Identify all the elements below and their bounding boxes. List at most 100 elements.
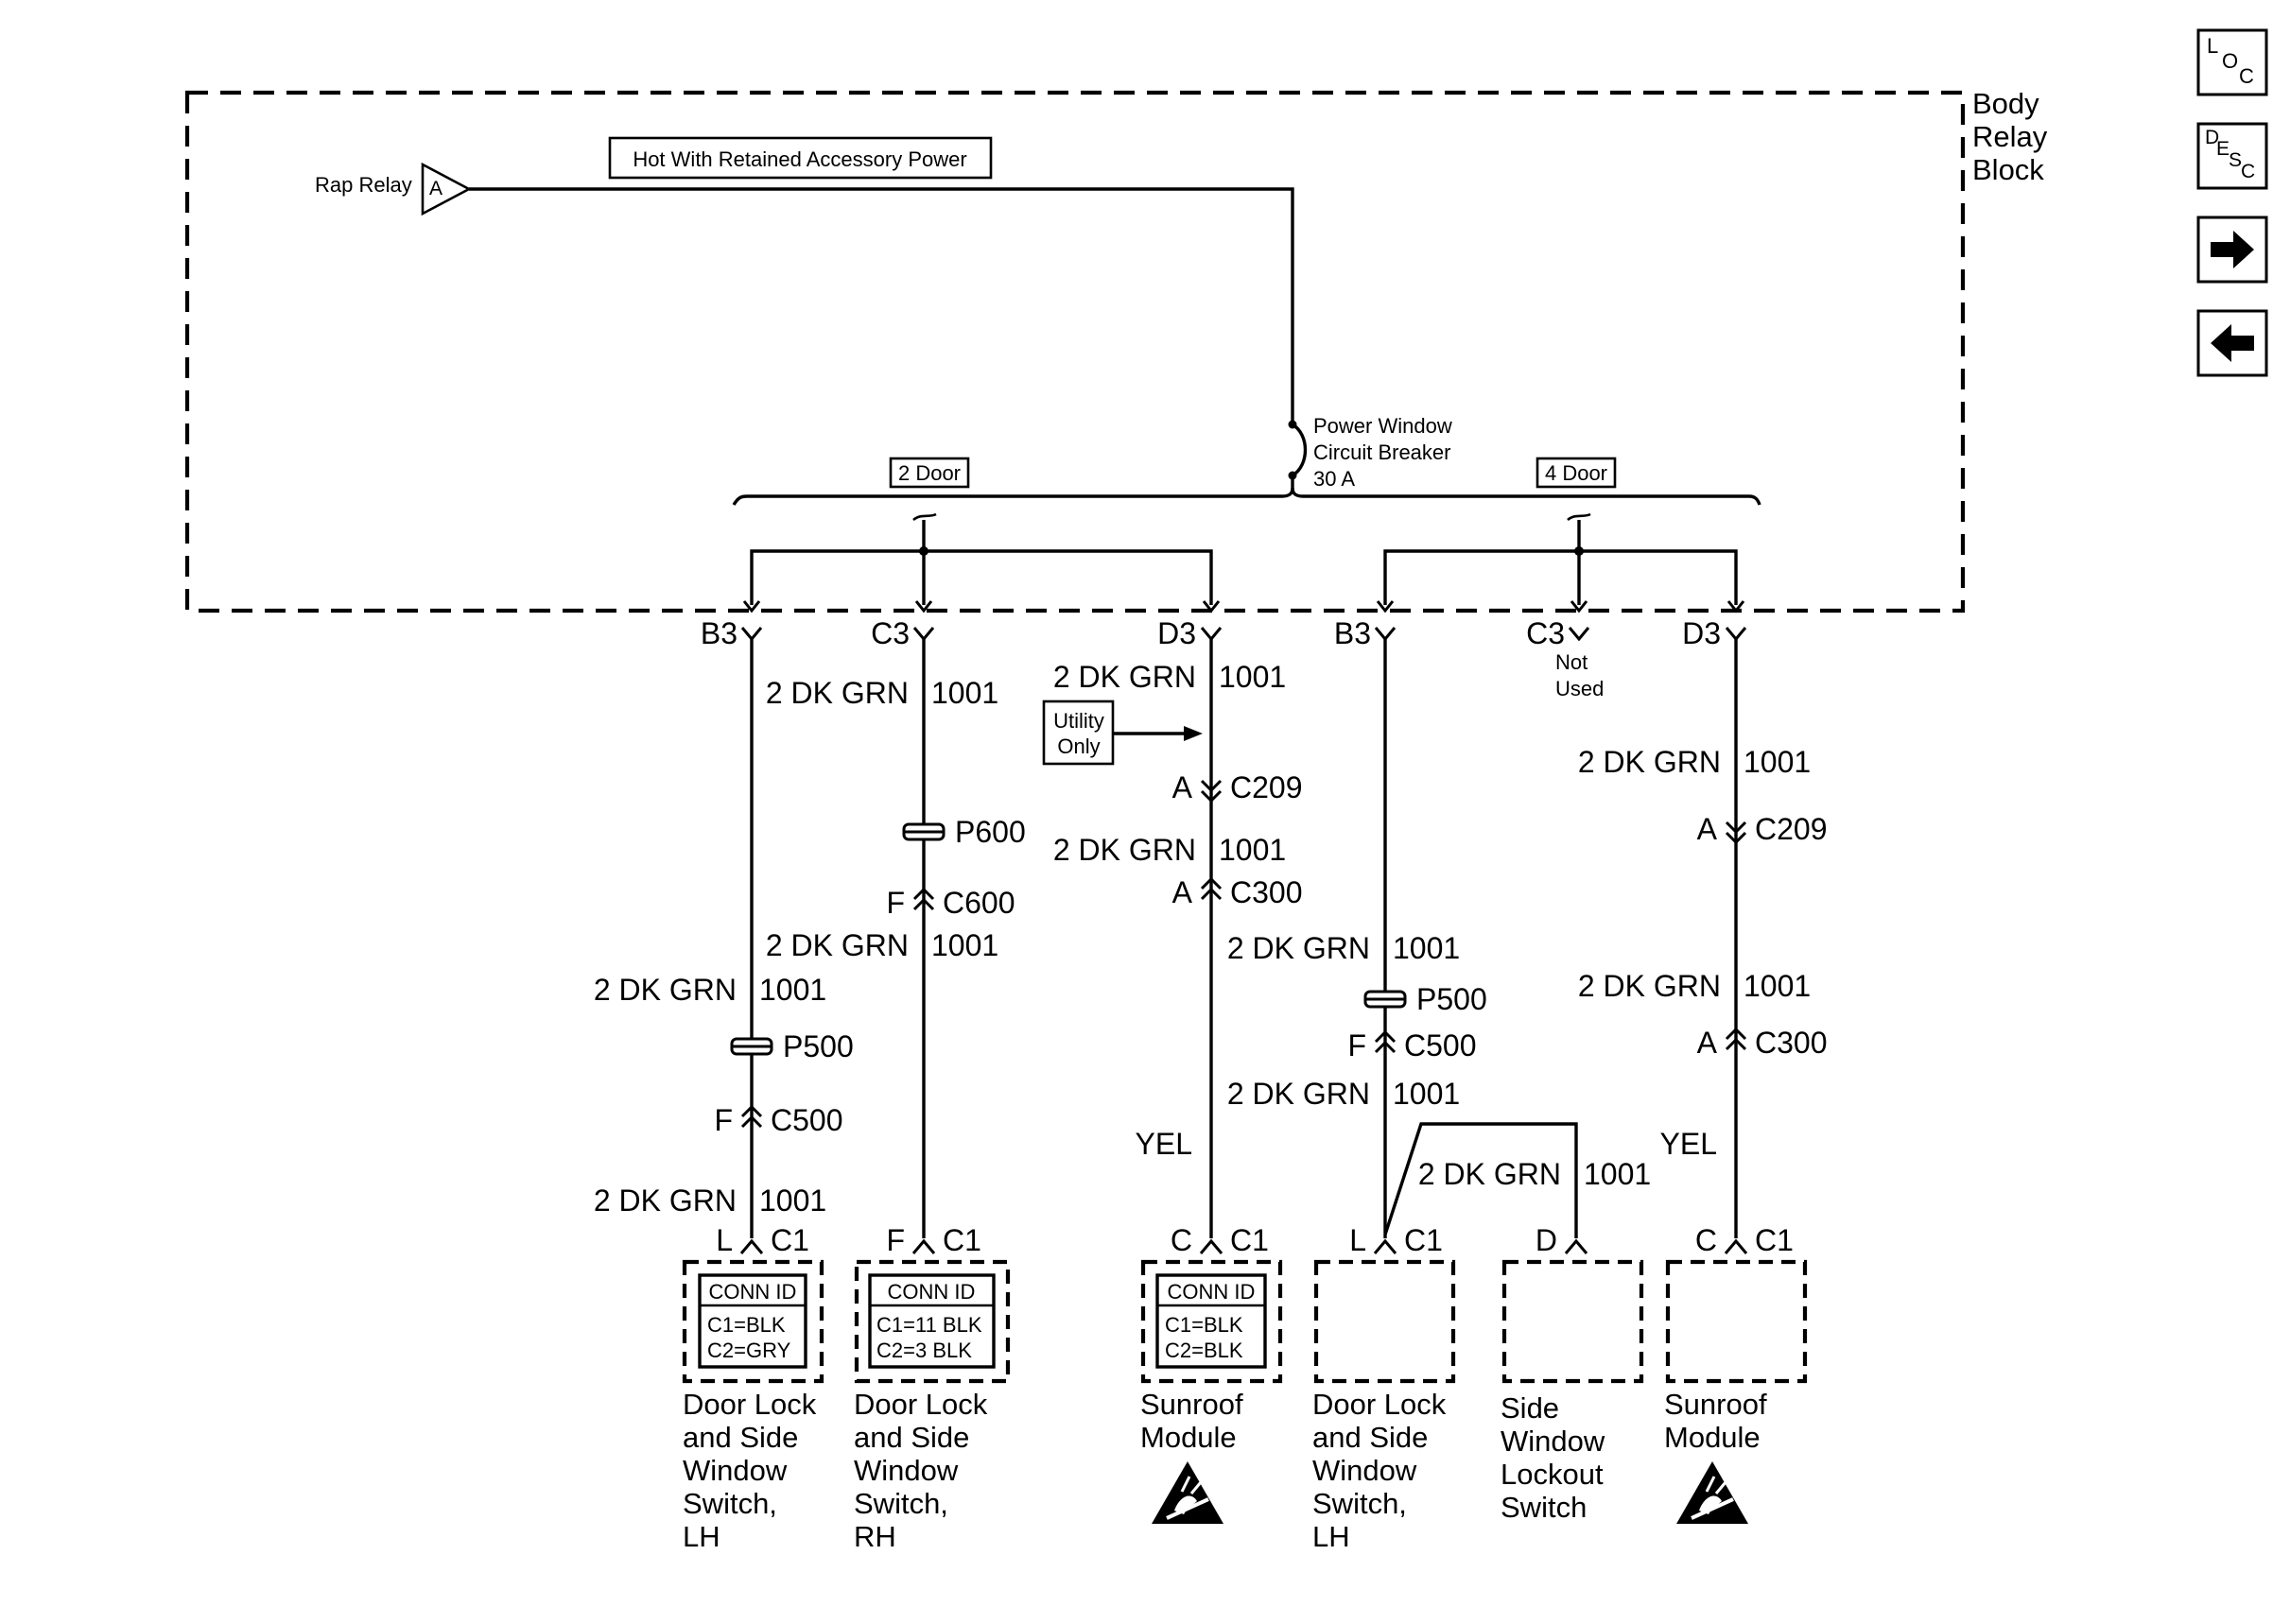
option-4door-label: 4 Door xyxy=(1545,461,1607,485)
lockout-branch-wire xyxy=(1383,1122,1578,1238)
utility-arrow-head-icon xyxy=(1184,726,1203,741)
rap-relay-label: Rap Relay xyxy=(315,173,412,197)
wire-color-label: 2 DK GRN xyxy=(1227,931,1370,965)
not-used-line2: Used xyxy=(1555,677,1604,700)
component-sunroof-module-2door: CONN ID C1=BLK C2=BLK Sunroof Module xyxy=(1140,1259,1283,1526)
splice-p600-icon xyxy=(901,822,946,841)
body-relay-block-border xyxy=(184,90,1966,613)
wire-circuit-label: 1001 xyxy=(931,928,998,962)
wire-circuit-label: 1001 xyxy=(1219,833,1286,867)
terminal-pin-label: L xyxy=(716,1223,733,1257)
arrow-left-icon xyxy=(2211,324,2254,362)
terminal-c1-label: C1 xyxy=(1755,1223,1794,1257)
not-used-line1: Not xyxy=(1555,650,1588,674)
wire-circuit-label: 1001 xyxy=(931,676,998,710)
component-door-lock-switch-rh: CONN ID C1=11 BLK C2=3 BLK Door Lock and… xyxy=(854,1259,1011,1553)
terminal-c1-label: C1 xyxy=(1404,1223,1443,1257)
esd-warning-icon xyxy=(1674,1460,1750,1526)
circuit-b3-lh-2door: 2 DK GRN 1001 P500 F C500 2 DK GRN 1001 … xyxy=(594,639,854,1257)
component-name-line: Sunroof xyxy=(1664,1388,1767,1421)
desc-letter-e: E xyxy=(2216,138,2230,160)
wire-color-label: 2 DK GRN xyxy=(1053,660,1196,694)
component-name-line: Switch xyxy=(1501,1491,1587,1524)
connector-c500-label: C500 xyxy=(1404,1028,1477,1063)
connector-c600-label: C600 xyxy=(943,886,1015,920)
block-title-line2: Relay xyxy=(1972,120,2048,153)
connector-c209-label: C209 xyxy=(1755,812,1828,846)
component-name-line: Switch, xyxy=(683,1487,777,1520)
circuit-b3-lh-4door: 2 DK GRN 1001 P500 F C500 2 DK GRN 1001 … xyxy=(1227,639,1651,1257)
circuit-c3-rh: 2 DK GRN 1001 P600 F C600 2 DK GRN 1001 … xyxy=(766,639,1026,1257)
next-page-button[interactable] xyxy=(2196,216,2268,284)
connector-pin-label: F xyxy=(714,1103,733,1137)
component-name-line: Module xyxy=(1140,1421,1237,1454)
conn-id-line2: C2=3 BLK xyxy=(876,1339,972,1362)
terminal-pin-label: L xyxy=(1349,1223,1366,1257)
previous-page-button[interactable] xyxy=(2196,309,2268,377)
wire-circuit-label: 1001 xyxy=(759,1183,826,1218)
connector-pin-label: A xyxy=(1172,875,1193,909)
connector-c300-label: C300 xyxy=(1755,1026,1828,1060)
conn-id-box xyxy=(698,1273,807,1369)
bus-4door xyxy=(1383,549,1738,605)
pin-c3-2door: C3 xyxy=(871,616,910,650)
rap-relay-marker: A xyxy=(429,178,442,199)
component-door-lock-switch-lh-4door: Door Lock and Side Window Switch, LH xyxy=(1312,1259,1456,1553)
esd-warning-icon xyxy=(1150,1460,1225,1526)
component-name-line: LH xyxy=(683,1520,720,1553)
rap-relay-connector-icon xyxy=(421,162,472,216)
option-2door-label: 2 Door xyxy=(898,461,961,485)
conn-id-box xyxy=(1155,1273,1267,1369)
wire-circuit-label: 1001 xyxy=(1744,969,1811,1003)
conn-id-line1: C1=BLK xyxy=(707,1313,786,1337)
desc-letter-s: S xyxy=(2229,149,2242,171)
bus-4door-break-icon xyxy=(1567,512,1591,522)
component-name-line: Sunroof xyxy=(1140,1388,1243,1421)
description-button[interactable]: D E S C xyxy=(2196,122,2268,190)
conn-id-header: CONN ID xyxy=(709,1280,797,1304)
splice-p500-icon xyxy=(729,1037,774,1056)
loc-letter-l: L xyxy=(2207,34,2218,58)
component-name-line: Door Lock xyxy=(854,1388,988,1421)
wire-color-label: 2 DK GRN xyxy=(766,928,909,962)
connector-c300-label: C300 xyxy=(1230,875,1303,909)
arrow-right-icon xyxy=(2211,231,2254,268)
wire-yel-label: YEL xyxy=(1660,1127,1717,1161)
component-name-line: Door Lock xyxy=(683,1388,817,1421)
wire-yel-label: YEL xyxy=(1136,1127,1192,1161)
wire-color-label: 2 DK GRN xyxy=(594,973,737,1007)
bus-2door xyxy=(750,549,1213,605)
component-door-lock-switch-lh: CONN ID C1=BLK C2=GRY Door Lock and Side… xyxy=(682,1259,824,1553)
location-button[interactable]: L O C xyxy=(2196,28,2268,96)
component-name-line: Window xyxy=(683,1454,788,1487)
block-pins: B3 C3 D3 B3 C3 Not Used D3 xyxy=(701,616,1747,700)
conn-id-header: CONN ID xyxy=(1168,1280,1256,1304)
desc-letter-c: C xyxy=(2241,161,2255,182)
wire-color-label: 2 DK GRN xyxy=(1578,969,1721,1003)
component-name-line: Switch, xyxy=(854,1487,948,1520)
connector-pin-label: A xyxy=(1172,770,1193,804)
terminal-c1-label: C1 xyxy=(943,1223,981,1257)
component-name-line: and Side xyxy=(854,1421,969,1454)
circuit-d3-sunroof-2door: 2 DK GRN 1001 Utility Only A C209 2 DK G… xyxy=(1042,639,1303,1257)
wire-color-label: 2 DK GRN xyxy=(594,1183,737,1218)
wire-circuit-label: 1001 xyxy=(1393,1077,1460,1111)
terminal-c1-label: C1 xyxy=(771,1223,809,1257)
wire-circuit-label: 1001 xyxy=(1744,745,1811,779)
conn-id-line2: C2=BLK xyxy=(1165,1339,1243,1362)
wire-color-label: 2 DK GRN xyxy=(1578,745,1721,779)
pin-b3-2door: B3 xyxy=(701,616,737,650)
component-name-line: RH xyxy=(854,1520,896,1553)
utility-only-line2: Only xyxy=(1057,734,1100,758)
breaker-label-line3: 30 A xyxy=(1313,467,1355,491)
breaker-label-line1: Power Window xyxy=(1313,414,1452,438)
terminal-pin-label: C xyxy=(1695,1223,1717,1257)
hot-label-box xyxy=(608,136,993,180)
wire-circuit-label: 1001 xyxy=(1219,660,1286,694)
wire-circuit-label: 1001 xyxy=(759,973,826,1007)
component-name-line: LH xyxy=(1312,1520,1350,1553)
bus-2door-break-icon xyxy=(912,512,937,522)
wire-circuit-label: 1001 xyxy=(1393,931,1460,965)
desc-letter-d: D xyxy=(2205,127,2219,148)
